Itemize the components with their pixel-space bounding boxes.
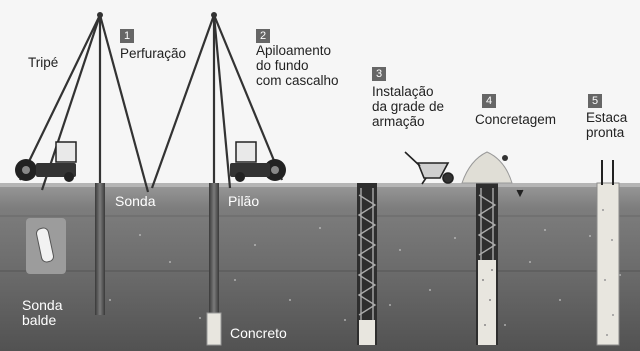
gravel-concrete-base <box>206 312 222 346</box>
step-3-title: Instalação da grade de armação <box>372 84 445 129</box>
sonda-label: Sonda <box>115 193 156 209</box>
sky-background <box>0 0 640 183</box>
soil-cross-section <box>0 183 640 351</box>
step-4-title: Concretagem <box>475 112 557 127</box>
tripod-2 <box>150 14 284 189</box>
rebar-cage <box>357 188 377 320</box>
pile-base-3 <box>359 320 375 345</box>
motor-1 <box>55 141 77 163</box>
sonda-shaft <box>95 183 105 315</box>
finished-pile <box>596 182 620 346</box>
step-3-number: 3 <box>372 67 386 81</box>
concrete-heap <box>461 151 513 184</box>
sonda-balde-label: Sonda balde <box>22 297 63 328</box>
bucket-auger-icon <box>36 227 54 263</box>
step-2-number: 2 <box>256 29 270 43</box>
motor-2 <box>235 141 257 163</box>
step-5-title: Estaca pronta <box>586 110 628 140</box>
step-5-number: 5 <box>588 94 602 108</box>
pilao-label: Pilão <box>228 193 260 209</box>
fresh-concrete <box>478 260 496 345</box>
step-4-number: 4 <box>482 94 496 108</box>
tripe-label: Tripé <box>28 55 59 70</box>
step-1-number: 1 <box>120 29 134 43</box>
ground-surface <box>0 183 640 187</box>
tripod-1 <box>19 14 150 193</box>
wheelbarrow <box>404 151 454 185</box>
step-1-title: Perfuração <box>120 46 187 61</box>
concreto-label: Concreto <box>230 325 287 341</box>
step-2-title: Apiloamento do fundo com cascalho <box>256 43 339 88</box>
pilao-shaft <box>209 183 219 313</box>
soil-particles <box>59 227 621 326</box>
